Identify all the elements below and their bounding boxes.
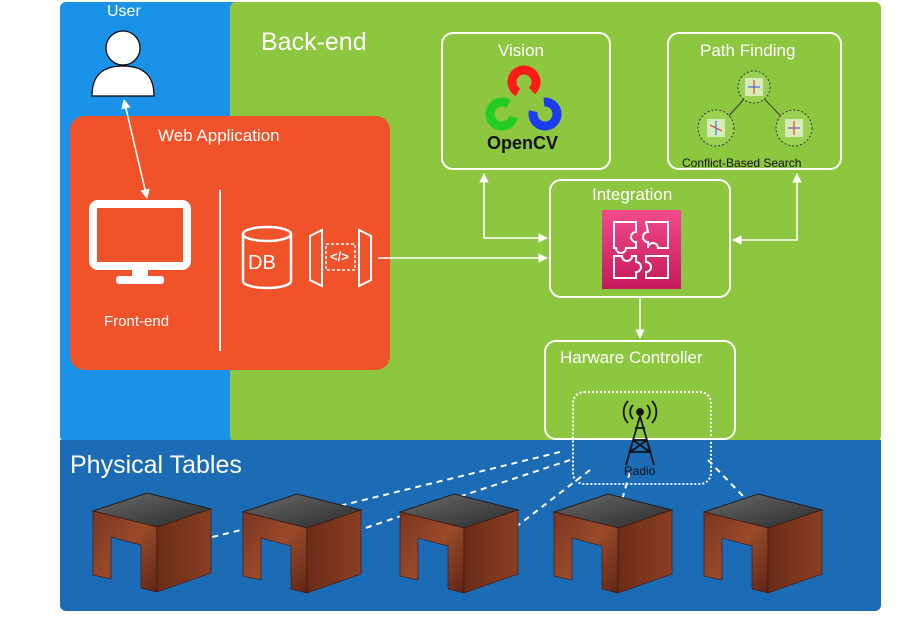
table-icon — [552, 493, 674, 594]
hardware-controller-card — [544, 340, 736, 440]
db-label: DB — [248, 252, 276, 274]
radio-label: Radio — [624, 464, 656, 478]
api-glyph: </> — [330, 249, 349, 264]
frontend-label: Front-end — [104, 313, 170, 330]
table-icon — [91, 492, 213, 593]
path-finding-title: Path Finding — [700, 41, 796, 60]
vision-card — [441, 32, 611, 170]
web-app-divider — [219, 190, 221, 351]
integration-card — [549, 179, 731, 298]
integration-title: Integration — [592, 185, 673, 204]
table-icon — [702, 493, 824, 594]
vision-title: Vision — [498, 41, 544, 60]
hardware-controller-title: Harware Controller — [560, 348, 703, 367]
table-icon — [241, 493, 363, 594]
user-label: User — [107, 3, 141, 20]
opencv-text: OpenCV — [487, 133, 559, 153]
path-finding-card — [667, 32, 842, 170]
web-application-title: Web Application — [158, 126, 280, 145]
cbs-caption: Conflict-Based Search — [682, 156, 802, 170]
physical-tables-label: Physical Tables — [70, 451, 242, 479]
radio-dotted-box — [572, 391, 712, 485]
backend-label: Back-end — [261, 28, 367, 56]
table-icon — [398, 493, 520, 594]
